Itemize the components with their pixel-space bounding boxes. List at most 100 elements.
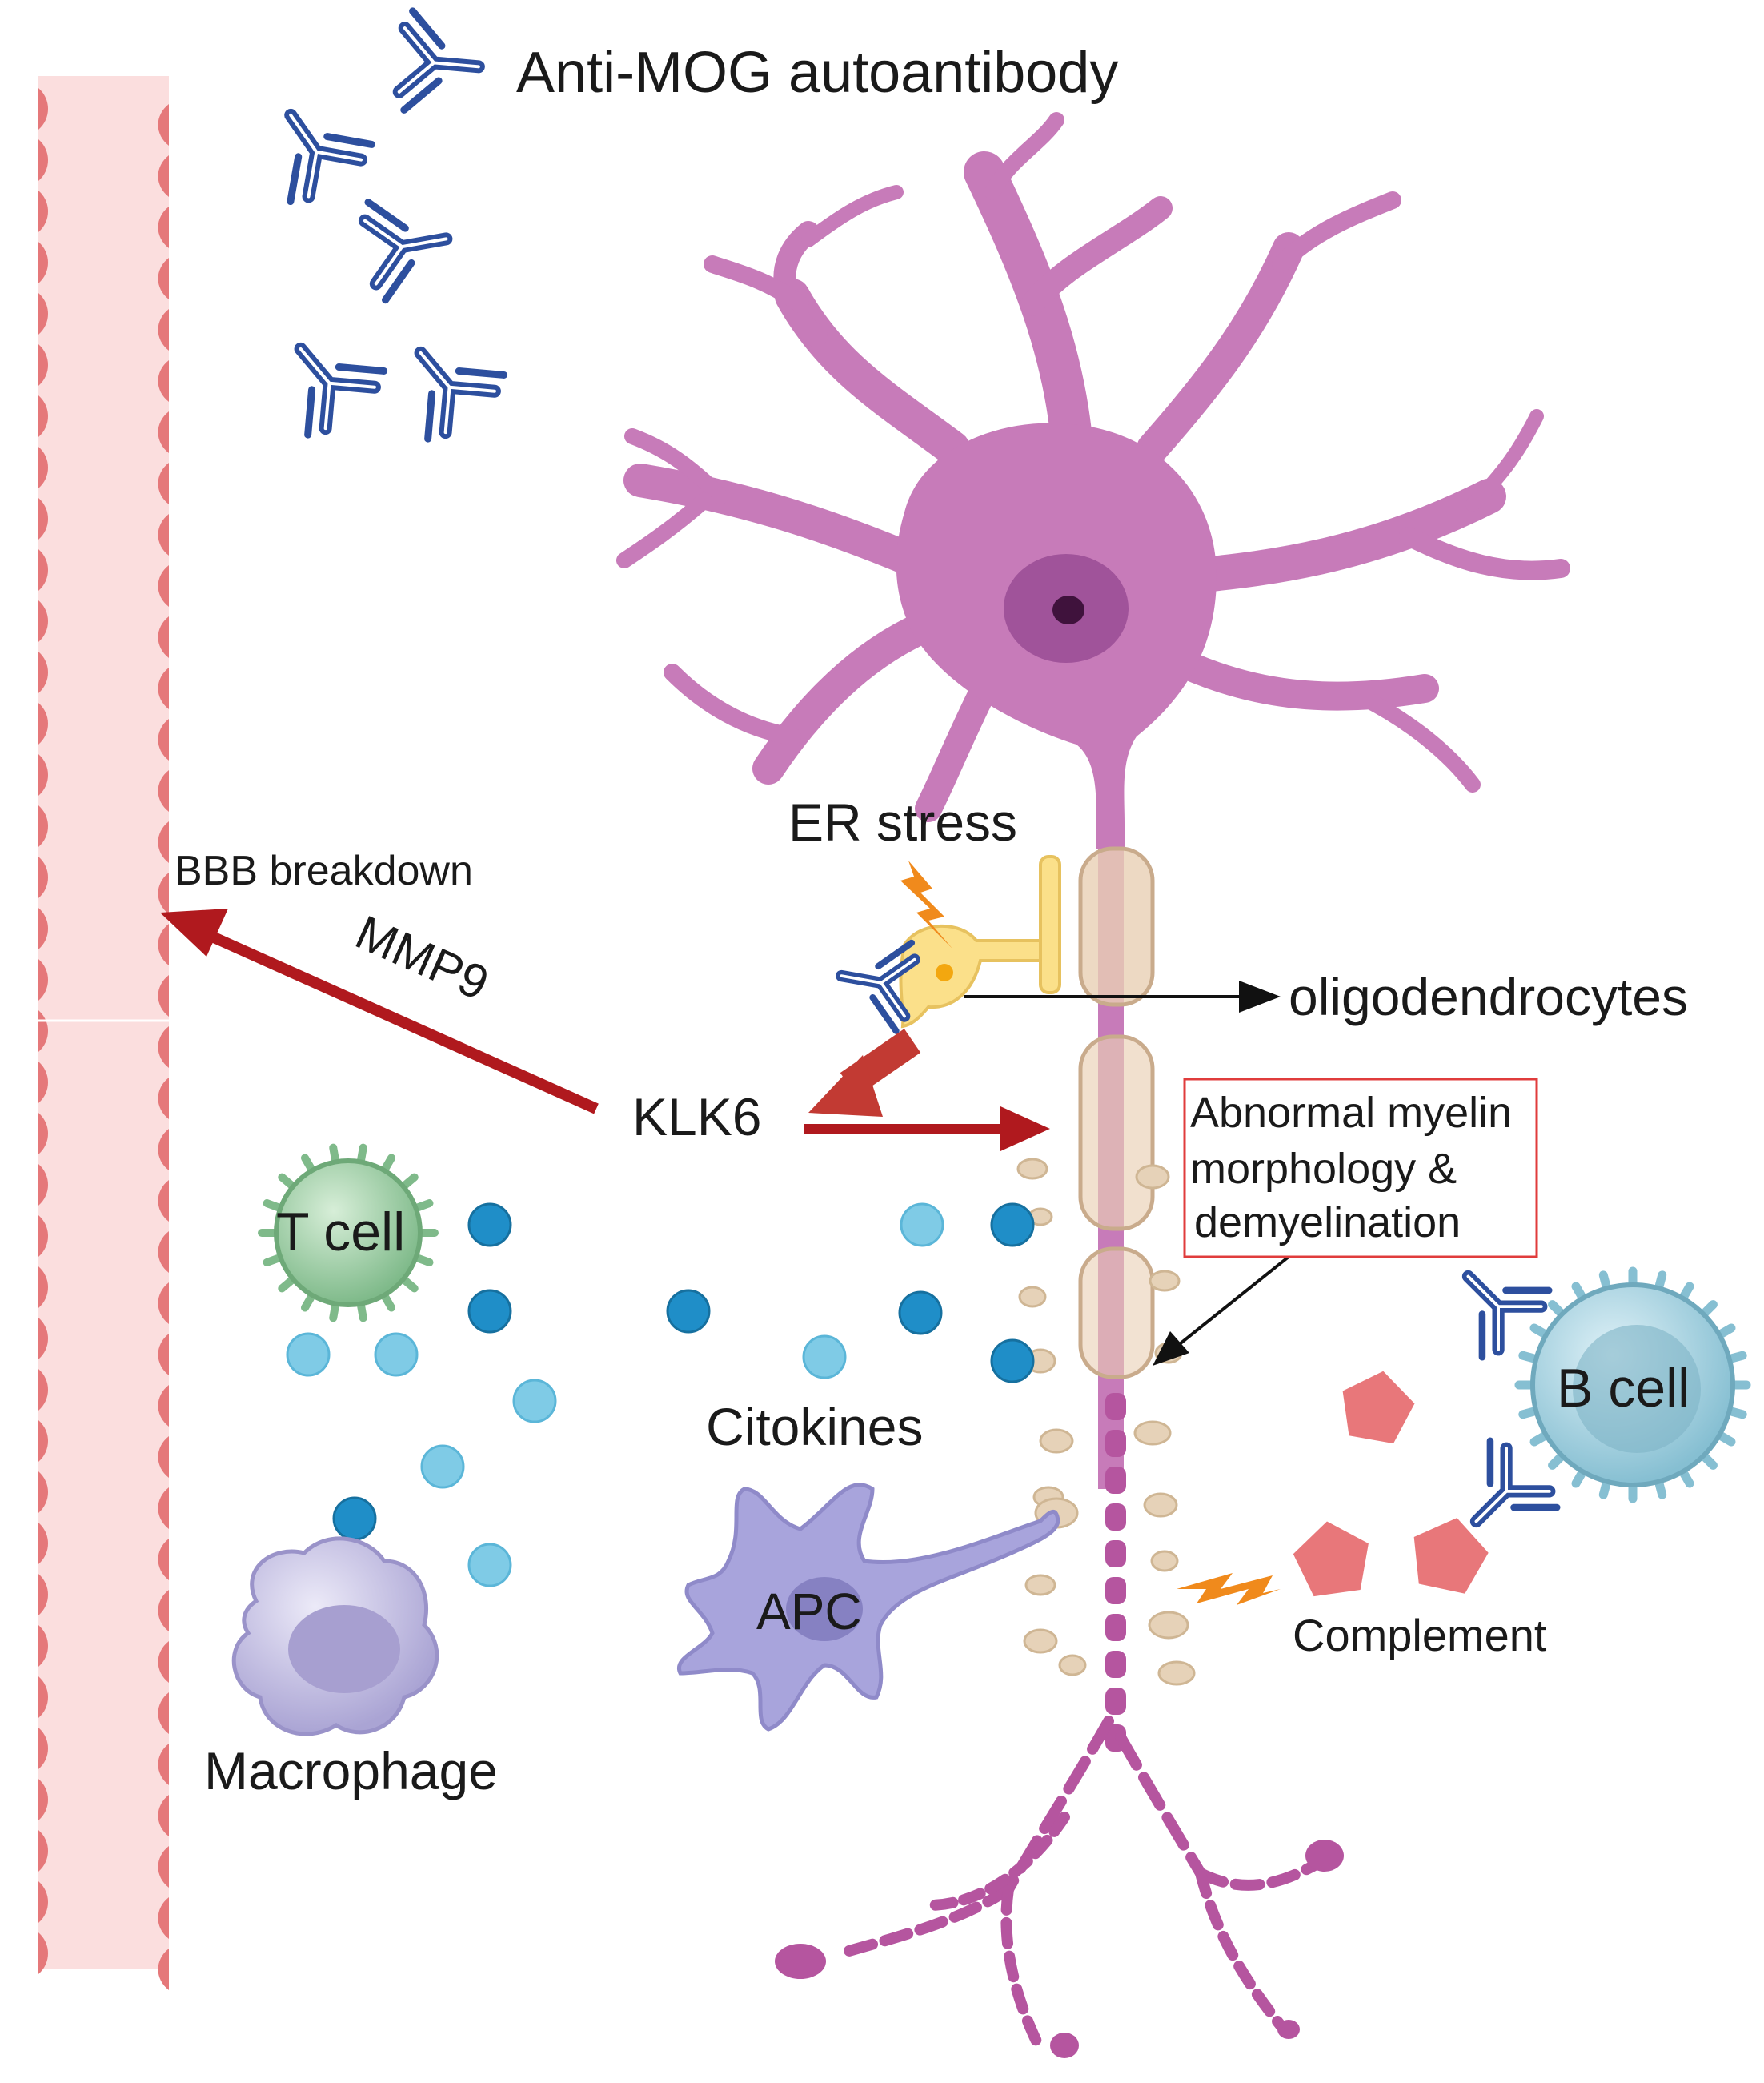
antibody-icon bbox=[263, 317, 388, 439]
myelin-debris bbox=[1157, 1660, 1196, 1686]
endothelial-cell bbox=[38, 191, 48, 232]
endothelial-cell bbox=[38, 703, 48, 745]
endothelial-cell bbox=[158, 1436, 169, 1478]
endothelial-cell bbox=[158, 411, 169, 453]
endothelial-cell bbox=[158, 207, 169, 248]
endothelial-cell bbox=[38, 1113, 48, 1154]
endothelial-cell bbox=[158, 309, 169, 351]
t-cell bbox=[258, 1143, 439, 1322]
citokines-label: Citokines bbox=[706, 1397, 923, 1456]
axon-fragment bbox=[1105, 1540, 1126, 1567]
cytokine-dot bbox=[467, 1202, 512, 1247]
endothelial-cell bbox=[158, 719, 169, 761]
apc-cell bbox=[676, 1483, 1060, 1732]
endothelial-cell bbox=[158, 1180, 169, 1222]
cytokine-dot bbox=[512, 1379, 557, 1423]
cytokine-dot bbox=[286, 1332, 331, 1377]
endothelial-cell bbox=[158, 1795, 169, 1836]
endothelial-cell bbox=[158, 1641, 169, 1683]
endothelial-cell bbox=[38, 600, 48, 642]
endothelial-cell bbox=[38, 1318, 48, 1359]
axon-fragment bbox=[1105, 1430, 1126, 1457]
cytokine-dot bbox=[420, 1444, 465, 1489]
endothelial-cell bbox=[38, 754, 48, 796]
endothelial-cell bbox=[38, 959, 48, 1001]
macrophage bbox=[231, 1536, 439, 1736]
endothelial-cell bbox=[158, 975, 169, 1017]
endothelial-cell bbox=[38, 1932, 48, 1974]
endothelial-cell bbox=[158, 1282, 169, 1324]
endothelial-cell bbox=[38, 1369, 48, 1411]
axon-fragment bbox=[1105, 1614, 1126, 1641]
endothelial-cell bbox=[38, 1676, 48, 1718]
blood-vessel-wall bbox=[38, 76, 169, 1990]
cytokine-dot bbox=[990, 1202, 1035, 1247]
endothelial-cell bbox=[158, 1846, 169, 1888]
b-cell bbox=[1435, 1243, 1751, 1555]
myelin-debris bbox=[1024, 1574, 1056, 1596]
endothelial-cell bbox=[158, 104, 169, 146]
neuron bbox=[616, 112, 1570, 2058]
endothelial-cell bbox=[38, 1523, 48, 1564]
myelin-debris bbox=[1150, 1550, 1179, 1572]
cytokine-dot bbox=[332, 1496, 377, 1541]
pentagon-icon bbox=[1342, 1371, 1415, 1444]
endothelial-cell bbox=[158, 1385, 169, 1427]
endothelial-cell bbox=[158, 514, 169, 556]
endothelial-cell bbox=[158, 1539, 169, 1580]
endothelial-cell bbox=[158, 1231, 169, 1273]
endothelial-cell bbox=[158, 1897, 169, 1939]
myelin-debris bbox=[1018, 1286, 1047, 1308]
endothelial-cell bbox=[38, 1728, 48, 1769]
pentagon-icon bbox=[1293, 1521, 1369, 1597]
endothelial-cell bbox=[158, 873, 169, 914]
lightning-bolt-icon bbox=[1177, 1573, 1281, 1605]
axon-fragment bbox=[1105, 1503, 1126, 1531]
antibody-icon bbox=[383, 321, 508, 443]
axon-fragment bbox=[1105, 1393, 1126, 1420]
endothelial-cell bbox=[38, 344, 48, 386]
endothelial-cell bbox=[158, 616, 169, 658]
antibody-label: Anti-MOG autoantibody bbox=[516, 41, 1118, 105]
macrophage-label: Macrophage bbox=[204, 1741, 498, 1800]
myelin-label-line3: demyelination bbox=[1194, 1198, 1461, 1246]
endothelial-cell bbox=[38, 1574, 48, 1615]
apc-label: APC bbox=[756, 1583, 862, 1640]
endothelial-cell bbox=[38, 395, 48, 437]
endothelial-cell bbox=[158, 924, 169, 965]
complement-label: Complement bbox=[1293, 1610, 1547, 1660]
myelin-debris bbox=[1023, 1628, 1058, 1654]
endothelial-cell bbox=[38, 857, 48, 898]
lightning-bolt-icon bbox=[900, 861, 952, 949]
antibody-icon bbox=[250, 86, 375, 207]
cytokine-dot bbox=[900, 1202, 944, 1247]
endothelial-cell bbox=[158, 1744, 169, 1785]
endothelial-cell bbox=[158, 1949, 169, 1990]
axon-fragment bbox=[1105, 1467, 1126, 1494]
myelin-debris bbox=[1039, 1428, 1074, 1454]
cytokine-dot bbox=[374, 1332, 419, 1377]
endothelial-cell bbox=[38, 549, 48, 591]
endothelial-cell bbox=[38, 908, 48, 949]
oligodendrocytes-label: oligodendrocytes bbox=[1289, 967, 1688, 1026]
antibody-icon bbox=[362, 190, 455, 301]
endothelial-cell bbox=[158, 821, 169, 863]
cytokine-dots bbox=[286, 1202, 1035, 1587]
myelin-sheaths bbox=[1016, 846, 1196, 1686]
axon-fragment bbox=[1105, 1577, 1126, 1604]
endothelial-cell bbox=[158, 668, 169, 709]
myelin-label-line2: morphology & bbox=[1190, 1145, 1457, 1193]
endothelial-cell bbox=[38, 293, 48, 335]
bbb-breakdown-label: BBB breakdown bbox=[174, 848, 473, 894]
oligodendrocyte bbox=[834, 855, 1061, 1032]
endothelial-cell bbox=[38, 1779, 48, 1820]
endothelial-cell bbox=[158, 258, 169, 299]
cytokine-dot bbox=[467, 1289, 512, 1334]
myelin-debris bbox=[1143, 1492, 1178, 1518]
b-cell-label: B cell bbox=[1557, 1358, 1690, 1419]
endothelial-cell bbox=[38, 1164, 48, 1206]
endothelial-cell bbox=[38, 1215, 48, 1257]
neuron-nucleolus bbox=[1052, 596, 1084, 624]
